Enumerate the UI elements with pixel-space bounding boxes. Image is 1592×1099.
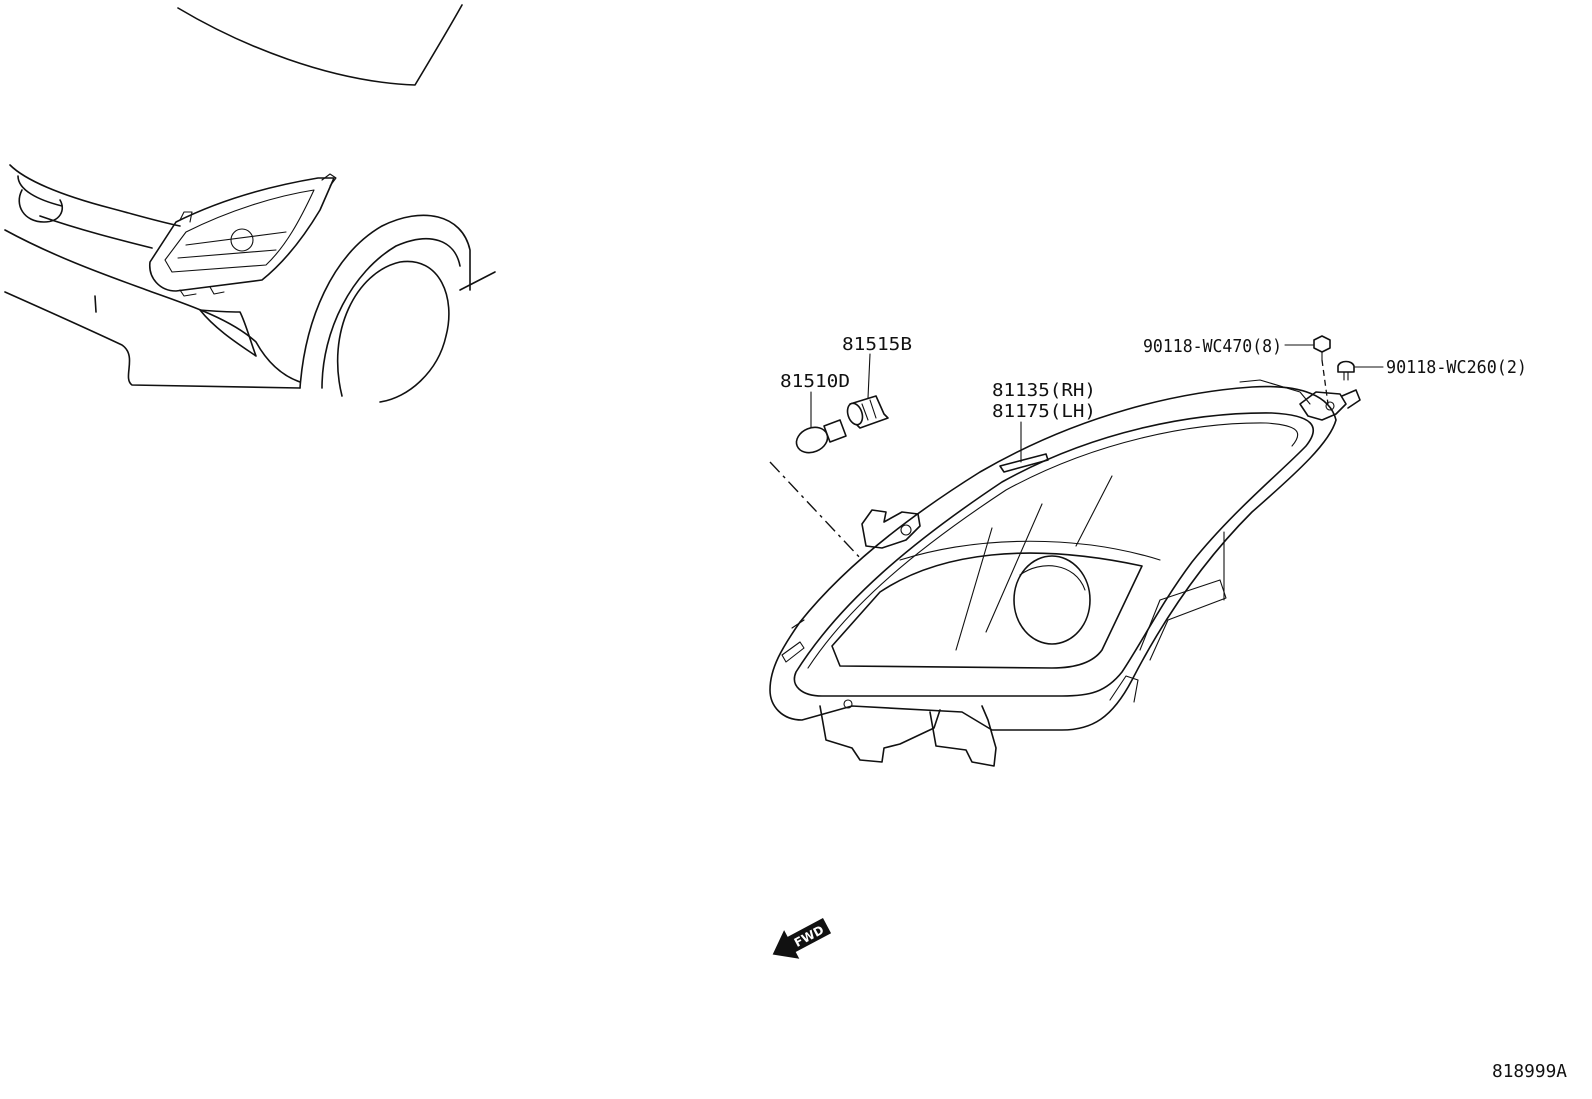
label-90118-wc470: 90118-WC470(8) xyxy=(1143,336,1282,357)
bulb-base xyxy=(823,419,847,443)
headlamp-assembly xyxy=(769,379,1361,767)
headlamp-bezel-window xyxy=(831,552,1143,669)
car-headlamp-outline xyxy=(149,177,335,292)
bulb-81510d xyxy=(795,419,847,454)
headlamp-projector-ring xyxy=(1019,565,1086,591)
car-tire xyxy=(336,260,450,403)
headlamp-upper-left-bracket xyxy=(861,509,921,549)
car-hood-line xyxy=(177,4,463,86)
headlamp-housing-outline xyxy=(769,385,1337,731)
label-81175-lh: 81175(LH) xyxy=(992,401,1096,422)
fwd-arrow-icon: FWD xyxy=(772,918,832,959)
socket-face xyxy=(846,402,864,426)
headlamp-top-trim-strip xyxy=(999,453,1049,473)
headlamp-rear-frame-lines xyxy=(1109,579,1227,703)
car-nose-mark xyxy=(94,295,97,313)
label-90118-wc260: 90118-WC260(2) xyxy=(1386,357,1527,378)
headlamp-lower-stud xyxy=(843,699,853,709)
car-fender-arch-outer xyxy=(299,214,471,389)
headlamp-reflection-1 xyxy=(955,527,993,651)
leader-81515b xyxy=(867,353,871,399)
label-81135-rh: 81135(RH) xyxy=(992,380,1096,401)
fwd-arrow-shape xyxy=(772,918,832,959)
car-side-intake xyxy=(199,309,257,357)
clip-90118-wc260 xyxy=(1337,360,1355,381)
socket-ribs xyxy=(861,399,877,421)
label-81515b: 81515B xyxy=(842,334,912,355)
car-rocker-line xyxy=(459,271,496,291)
car-bumper-contour xyxy=(17,175,63,207)
headlamp-reflection-2 xyxy=(985,503,1043,633)
headlamp-lens-outline xyxy=(793,412,1314,697)
headlamp-projector-lens xyxy=(1013,555,1091,645)
screw-head xyxy=(1313,335,1331,353)
clip-stem xyxy=(1343,371,1349,381)
headlamp-lower-connector-right xyxy=(929,705,997,767)
car-bumper-bottom-line xyxy=(4,291,301,389)
headlamp-bracket-hole xyxy=(900,524,912,536)
car-fender-arch-inner xyxy=(321,237,461,389)
car-bumper-upper-line xyxy=(9,164,181,227)
headlamp-tab-hole xyxy=(1325,401,1335,411)
headlamp-side-marker xyxy=(781,619,805,663)
screw-90118-wc470 xyxy=(1313,335,1331,361)
car-fog-lamp xyxy=(18,189,64,223)
vehicle-overview xyxy=(4,4,496,403)
headlamp-upper-right-tab xyxy=(1299,391,1347,421)
car-bumper-lower-line xyxy=(4,229,301,383)
socket-81515b xyxy=(846,395,889,429)
diagram-id: 818999A xyxy=(1492,1061,1567,1082)
guide-line-bulb xyxy=(769,461,863,561)
car-headlamp-trim xyxy=(177,231,287,259)
car-headlamp-lens xyxy=(164,189,315,273)
headlamp-lower-connector-left xyxy=(819,705,941,763)
label-81510d: 81510D xyxy=(780,371,850,392)
car-grille-line xyxy=(39,215,153,249)
clip-head xyxy=(1337,360,1355,373)
guide-line-screw xyxy=(1321,359,1329,405)
car-headlamp-projector xyxy=(230,228,254,252)
headlamp-lens-inner-outline xyxy=(807,422,1299,669)
headlamp-side-tab xyxy=(1341,389,1361,409)
car-headlamp-bottom-bits xyxy=(179,286,225,297)
car-headlamp-tab-left xyxy=(179,211,193,223)
car-headlamp-tab-right xyxy=(321,173,337,187)
headlamp-reflection-3 xyxy=(1075,475,1113,547)
headlamp-bezel-upper-band xyxy=(899,540,1161,561)
headlamp-rear-frame-top xyxy=(1239,379,1311,405)
